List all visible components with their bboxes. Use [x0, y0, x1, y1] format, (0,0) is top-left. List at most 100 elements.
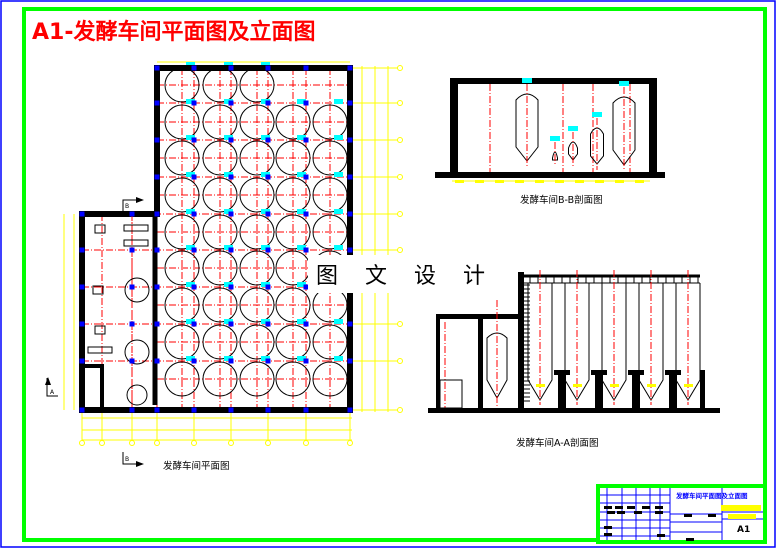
title-block-entry — [607, 511, 615, 514]
column — [265, 211, 271, 217]
equipment — [439, 379, 463, 409]
section-mark-a: A — [45, 377, 58, 397]
equipment — [123, 239, 149, 247]
tank-circle — [239, 361, 275, 397]
axis-bubble — [397, 65, 403, 71]
title-block-entry — [604, 506, 612, 509]
dimension-text — [610, 384, 619, 387]
support-column — [632, 375, 640, 408]
section-mark-b-bottom: B — [122, 452, 144, 467]
column — [191, 407, 197, 413]
equipment-tag — [297, 245, 306, 250]
equipment-tag — [186, 282, 195, 287]
dimension-text — [573, 384, 582, 387]
column — [79, 358, 85, 364]
tank-circle — [239, 287, 275, 323]
tank-circle — [275, 361, 311, 397]
title-block-entry — [615, 506, 623, 509]
column — [347, 247, 353, 253]
tank-circle — [239, 214, 275, 250]
axis-bubble — [79, 440, 85, 446]
column — [303, 174, 309, 180]
equipment-tag — [568, 126, 578, 131]
equipment — [123, 224, 149, 232]
column — [303, 358, 309, 364]
floor-slab — [428, 408, 720, 413]
column — [347, 100, 353, 106]
tank-elevation — [486, 332, 508, 400]
column — [303, 321, 309, 327]
column — [700, 370, 705, 410]
column — [79, 284, 85, 290]
column — [154, 284, 160, 290]
support-cap — [591, 370, 607, 375]
tank-circle — [239, 177, 275, 213]
title-block-drawing-name: 发酵车间平面图及立面图 — [675, 491, 748, 500]
column — [228, 100, 234, 106]
axis-bubble — [397, 358, 403, 364]
svg-text:A: A — [50, 389, 55, 396]
tank-circle — [164, 324, 200, 360]
column — [154, 100, 160, 106]
dimension-text — [684, 384, 693, 387]
tank-circle — [202, 177, 238, 213]
equipment-tag — [186, 356, 195, 361]
title-block-entry — [657, 534, 665, 537]
column — [79, 211, 85, 217]
axis-bubble — [129, 440, 135, 446]
equipment-tag — [297, 282, 306, 287]
tank-circle — [275, 287, 311, 323]
section-aa-label: 发酵车间A-A剖面图 — [516, 437, 599, 449]
title-block-entry — [708, 514, 716, 517]
equipment-tag — [186, 172, 195, 177]
title-block-entry — [604, 533, 612, 536]
column — [228, 247, 234, 253]
axis-bubble — [154, 440, 160, 446]
drawing-title: A1-发酵车间平面图及立面图 — [32, 19, 315, 45]
column — [129, 321, 135, 327]
title-block-entry — [642, 506, 650, 509]
column — [191, 284, 197, 290]
tank-elevation — [590, 127, 604, 165]
title-block-sheet-size: A1 — [737, 525, 750, 535]
equipment-tag — [186, 209, 195, 214]
equipment-tag — [186, 135, 195, 140]
column — [228, 174, 234, 180]
column — [129, 407, 135, 413]
equipment-tag — [334, 319, 343, 324]
tank-circle — [164, 104, 200, 140]
equipment-tag — [592, 112, 602, 117]
tank-circle — [124, 339, 150, 365]
tank-circle — [239, 140, 275, 176]
tank-circle — [164, 214, 200, 250]
tank-circle — [202, 361, 238, 397]
column — [303, 247, 309, 253]
column — [265, 321, 271, 327]
column — [228, 407, 234, 413]
watermark-background — [308, 255, 473, 293]
support-column — [558, 375, 566, 408]
axis-bubble — [347, 440, 353, 446]
tank-circle — [239, 250, 275, 286]
equipment — [94, 325, 106, 335]
support-cap — [665, 370, 681, 375]
annex-equipment — [87, 224, 150, 406]
tank-circle — [202, 104, 238, 140]
equipment — [87, 346, 113, 354]
column — [191, 174, 197, 180]
tank-circle — [164, 177, 200, 213]
column — [303, 100, 309, 106]
column — [154, 247, 160, 253]
equipment-tag — [334, 245, 343, 250]
column — [79, 407, 85, 413]
column — [154, 137, 160, 143]
title-block: 发酵车间平面图及立面图 A1 — [596, 484, 767, 544]
column — [347, 321, 353, 327]
axis-bubble — [397, 211, 403, 217]
column — [191, 65, 197, 71]
column — [154, 358, 160, 364]
column — [191, 321, 197, 327]
equipment-tag — [619, 81, 629, 86]
title-block-entry — [627, 506, 635, 509]
tank-circle — [202, 250, 238, 286]
